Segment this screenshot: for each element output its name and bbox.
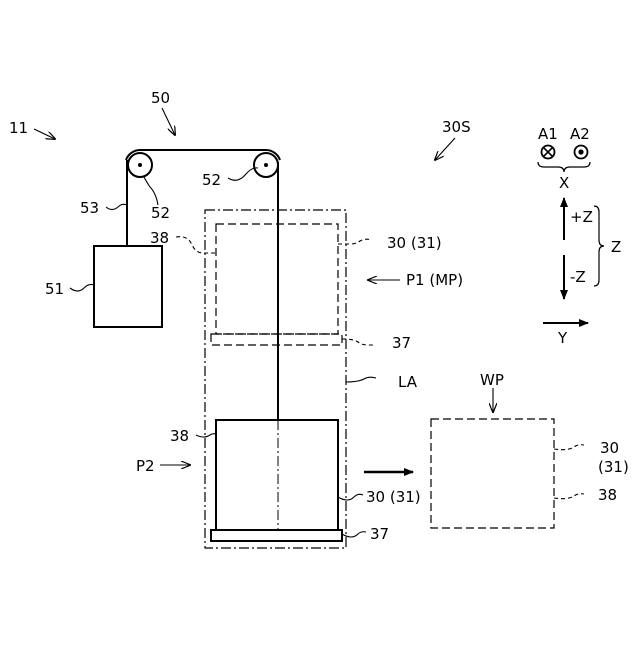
- leader-pulley-left: [144, 177, 158, 205]
- leader-system-11: [34, 129, 55, 139]
- lower-plate: [211, 530, 342, 541]
- label-minus-z: -Z: [570, 268, 586, 286]
- lower-container-group: [211, 420, 342, 541]
- label-motor: 51: [45, 280, 64, 298]
- label-upper-position: P1 (MP): [406, 271, 463, 289]
- label-work-position: WP: [480, 371, 504, 389]
- upper-container-group: [211, 224, 342, 345]
- leader-work-wall: [554, 494, 584, 499]
- label-upper-container: 30 (31): [387, 234, 442, 252]
- work-position-container: [431, 419, 554, 528]
- leader-cable-53: [106, 204, 127, 209]
- z-brace: [594, 206, 604, 286]
- leader-upper-container: [338, 239, 372, 244]
- leader-work-container: [554, 445, 584, 450]
- label-a1: A1: [538, 125, 558, 143]
- leader-upper-plate: [342, 339, 374, 345]
- a2-dot: [578, 149, 583, 154]
- leader-lower-wall: [196, 434, 216, 437]
- leader-hoist-50: [162, 108, 175, 135]
- label-lower-wall: 38: [170, 427, 189, 445]
- label-lower-plate: 37: [370, 525, 389, 543]
- leader-motor-51: [70, 284, 94, 291]
- label-lower-container: 30 (31): [366, 488, 421, 506]
- axis-legend: [538, 146, 604, 324]
- label-plus-z: +Z: [570, 208, 593, 226]
- label-y-axis: Y: [557, 329, 568, 347]
- label-work-container-line2: (31): [598, 458, 629, 476]
- label-a2: A2: [570, 125, 590, 143]
- label-lower-position: P2: [136, 457, 155, 475]
- pulley-right-center: [264, 163, 268, 167]
- pulley-left-center: [138, 163, 142, 167]
- motor-51: [94, 246, 162, 327]
- lower-container: [216, 420, 338, 530]
- leader-lower-container: [338, 494, 363, 500]
- leader-pulley-right: [228, 168, 258, 180]
- label-z-axis: Z: [611, 238, 621, 256]
- leader-lift-area: [346, 377, 376, 382]
- label-upper-wall: 38: [150, 229, 169, 247]
- label-hoist: 50: [151, 89, 170, 107]
- label-pulley-right: 52: [202, 171, 221, 189]
- upper-plate: [211, 334, 342, 345]
- leader-space-30s: [435, 138, 455, 160]
- label-work-container-line1: 30: [600, 439, 619, 457]
- leader-upper-wall: [176, 237, 216, 253]
- label-work-wall: 38: [598, 486, 617, 504]
- label-pulley-left: 52: [151, 204, 170, 222]
- label-system: 11: [9, 119, 28, 137]
- label-lift-area: LA: [398, 373, 418, 391]
- label-space: 30S: [442, 118, 471, 136]
- hoist-mechanism: [94, 150, 280, 420]
- label-upper-plate: 37: [392, 334, 411, 352]
- x-brace: [538, 162, 590, 172]
- label-x-axis: X: [559, 174, 569, 192]
- label-cable: 53: [80, 199, 99, 217]
